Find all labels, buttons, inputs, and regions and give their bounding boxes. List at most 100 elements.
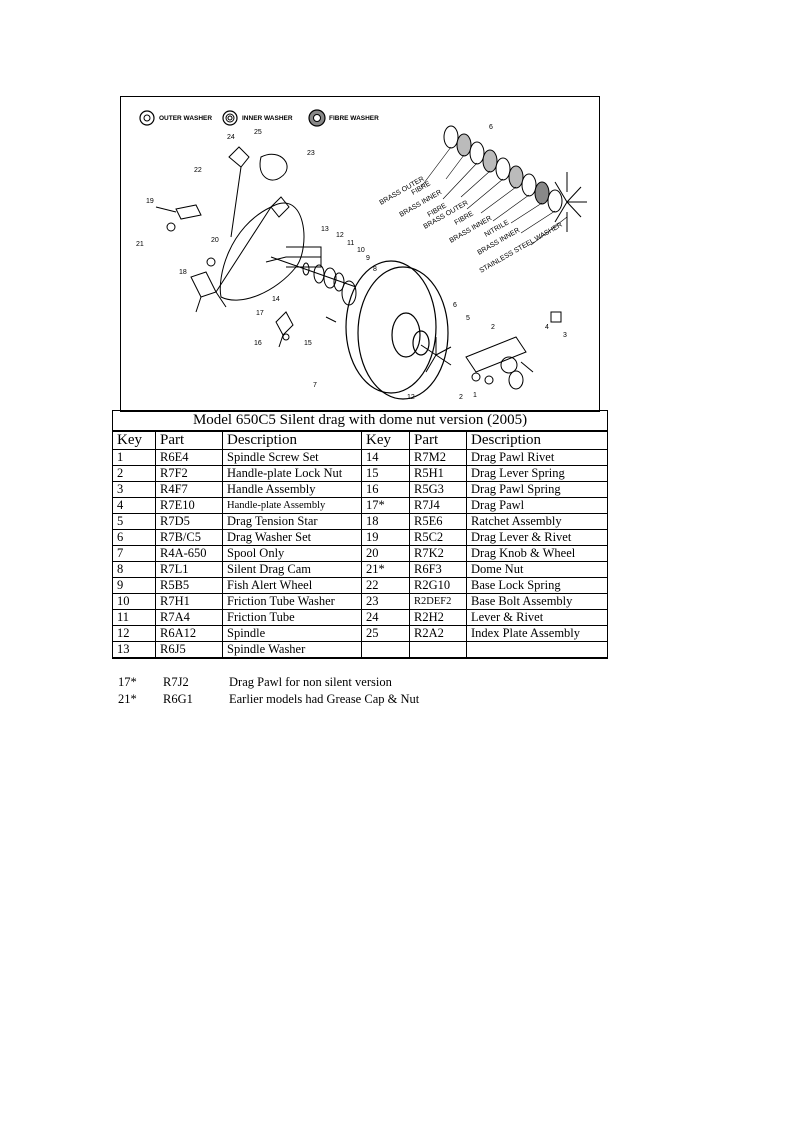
cell-description: Fish Alert Wheel (222, 577, 362, 594)
cell-description: Spindle Washer (222, 641, 362, 659)
cell-key: 10 (112, 593, 156, 610)
cell-description: Silent Drag Cam (222, 561, 362, 578)
callout-12: 12 (336, 232, 344, 239)
footnote-text: Drag Pawl for non silent version (229, 675, 392, 689)
washer-label-leaders (420, 146, 568, 246)
cell-key: 2 (112, 465, 156, 482)
callout-6b: 6 (453, 302, 457, 309)
cell-key-2 (361, 641, 410, 659)
callout-14: 14 (272, 296, 280, 303)
cell-key-2: 15 (361, 465, 410, 482)
cell-key-2: 19 (361, 529, 410, 546)
cell-description-2: Drag Pawl Rivet (465, 449, 609, 466)
cell-key-2: 22 (361, 577, 410, 594)
cell-description: Handle-plate Assembly (222, 497, 362, 514)
cell-key: 7 (112, 545, 156, 562)
callout-11: 11 (347, 240, 354, 247)
cell-part-2: R5G3 (409, 481, 467, 498)
cell-key: 1 (112, 449, 156, 466)
cell-part-2: R5C2 (409, 529, 467, 546)
header-description-2: Description (465, 430, 609, 450)
cell-key-2: 16 (361, 481, 410, 498)
callout-2b: 2 (459, 394, 463, 401)
cell-key-2: 24 (361, 609, 410, 626)
legend-inner-washer: INNER WASHER (242, 115, 293, 122)
cell-key-2: 20 (361, 545, 410, 562)
cell-key: 13 (112, 641, 156, 659)
cell-part-2 (409, 641, 467, 659)
cell-part: R7B/C5 (155, 529, 223, 546)
cell-key: 11 (112, 609, 156, 626)
cell-part: R4F7 (155, 481, 223, 498)
cell-key: 5 (112, 513, 156, 530)
cell-description: Drag Washer Set (222, 529, 362, 546)
cell-description: Handle Assembly (222, 481, 362, 498)
callout-22: 22 (194, 167, 202, 174)
cell-part-2: R2A2 (409, 625, 467, 642)
header-part: Part (155, 430, 223, 450)
cell-part: R6E4 (155, 449, 223, 466)
callout-1: 1 (473, 392, 477, 399)
callout-numbers: 24 25 23 22 19 20 21 18 13 12 11 10 9 8 … (136, 124, 567, 401)
cell-part-2: R5E6 (409, 513, 467, 530)
cell-key-2: 25 (361, 625, 410, 642)
cell-description-2: Index Plate Assembly (465, 625, 609, 642)
cell-part: R7F2 (155, 465, 223, 482)
footnote-text: Earlier models had Grease Cap & Nut (229, 692, 420, 706)
footnote-row: 17* R7J2 Drag Pawl for non silent versio… (118, 674, 419, 691)
parts-table: Model 650C5 Silent drag with dome nut ve… (111, 410, 609, 659)
drag-star-and-handle (420, 311, 562, 390)
callout-15: 15 (304, 340, 312, 347)
cell-part: R7L1 (155, 561, 223, 578)
footnote-key: 17* (118, 675, 137, 689)
cell-description-2: Drag Pawl Spring (465, 481, 609, 498)
callout-23: 23 (307, 150, 315, 157)
cell-part-2: R2DEF2 (409, 593, 467, 610)
footnote-key: 21* (118, 692, 137, 706)
cell-key: 12 (112, 625, 156, 642)
cell-key: 3 (112, 481, 156, 498)
cell-part-2: R7M2 (409, 449, 467, 466)
cell-key-2: 23 (361, 593, 410, 610)
header-key-2: Key (361, 430, 410, 450)
callout-2: 2 (491, 324, 495, 331)
cell-description: Friction Tube (222, 609, 362, 626)
cell-description-2: Ratchet Assembly (465, 513, 609, 530)
cell-description-2: Dome Nut (465, 561, 609, 578)
legend-outer-washer: OUTER WASHER (159, 115, 212, 122)
callout-16: 16 (254, 340, 262, 347)
table-title: Model 650C5 Silent drag with dome nut ve… (111, 410, 609, 432)
cell-description-2: Lever & Rivet (465, 609, 609, 626)
header-description: Description (222, 430, 362, 450)
cell-part: R7H1 (155, 593, 223, 610)
footnote-row: 21* R6G1 Earlier models had Grease Cap &… (118, 691, 419, 708)
cell-key: 8 (112, 561, 156, 578)
cell-description-2: Base Bolt Assembly (465, 593, 609, 610)
cell-part-2: R5H1 (409, 465, 467, 482)
header-key: Key (112, 430, 156, 450)
cell-description-2: Drag Knob & Wheel (465, 545, 609, 562)
cell-key: 6 (112, 529, 156, 546)
callout-6: 6 (489, 124, 493, 131)
cell-key-2: 14 (361, 449, 410, 466)
callout-19: 19 (146, 198, 154, 205)
callout-18: 18 (179, 269, 187, 276)
drag-pawl-assembly (275, 311, 337, 348)
cell-key: 9 (112, 577, 156, 594)
cell-description: Handle-plate Lock Nut (222, 465, 362, 482)
footnote-part: R7J2 (163, 675, 189, 689)
cell-part: R4A-650 (155, 545, 223, 562)
callout-3: 3 (563, 332, 567, 339)
drag-washer-stack (443, 125, 587, 232)
cell-key-2: 21* (361, 561, 410, 578)
callout-13: 13 (321, 226, 329, 233)
callout-5: 5 (466, 315, 470, 322)
cell-description: Spindle Screw Set (222, 449, 362, 466)
